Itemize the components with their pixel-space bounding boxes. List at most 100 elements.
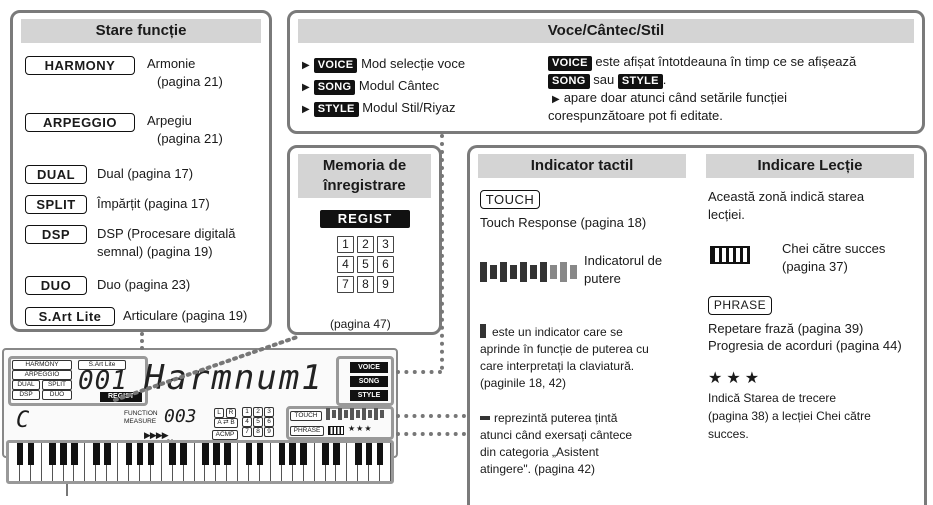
- memoria-page: (pagina 47): [330, 317, 391, 331]
- lcd-memory-number-3: 3: [264, 407, 274, 417]
- black-key: [16, 443, 24, 465]
- indicator-panel: Indicator tactil Indicare Lecție TOUCH T…: [467, 145, 927, 505]
- memoria-title: Memoria de înregistrare: [298, 154, 431, 198]
- lcd-power-bar: [326, 408, 330, 420]
- tag-dsp: DSP: [25, 225, 87, 244]
- black-key: [60, 443, 67, 465]
- black-key: [169, 443, 176, 465]
- tactil-p1-1: aprinde în funcție de puterea cu: [480, 342, 649, 356]
- power-bar: [550, 265, 557, 279]
- power-bar: [540, 262, 547, 282]
- lcd-power-bar: [332, 410, 336, 418]
- black-key: [300, 443, 307, 465]
- arpeggio-desc: Arpegiu: [147, 113, 192, 128]
- black-key: [256, 443, 264, 465]
- lcd-harmony: HARMONY: [12, 360, 72, 370]
- lcd-measure-number: 003: [164, 406, 197, 427]
- lcd-arrows: ▶▶▶▶: [144, 430, 169, 440]
- tactil-p1-3: (paginile 18, 42): [480, 376, 567, 390]
- progresia-acorduri: Progresia de acorduri (pagina 44): [708, 338, 902, 353]
- black-key: [289, 443, 297, 465]
- black-key: [125, 443, 133, 465]
- connector-voce: [440, 134, 444, 370]
- lcd-power-bars: [326, 408, 388, 420]
- split-desc: Împărțit (pagina 17): [97, 196, 210, 211]
- white-key: [74, 443, 86, 481]
- lcd-measure: MEASURE: [124, 418, 157, 425]
- white-key: [380, 443, 391, 481]
- lcd-ab: A ⇄ B: [214, 418, 238, 428]
- lcd-voice-number: 001: [78, 366, 128, 396]
- lcd-split: SPLIT: [42, 380, 72, 390]
- song-badge: SONG: [313, 80, 356, 95]
- lcd-dsp: DSP: [12, 390, 40, 400]
- stars-desc-3: succes.: [708, 427, 749, 441]
- lcd-r: R: [226, 408, 236, 418]
- lcd-l: L: [214, 408, 224, 418]
- lcd-memory-number-9: 9: [264, 427, 274, 437]
- power-bar: [570, 265, 577, 279]
- mode-voice-row: ▶VOICE Mod selecție voce: [302, 55, 465, 74]
- tactil-title: Indicator tactil: [478, 154, 686, 178]
- black-key: [136, 443, 144, 465]
- connector-touch: [396, 414, 466, 418]
- black-key: [147, 443, 155, 465]
- triangle-icon: ▶: [302, 60, 310, 71]
- lcd-style: STYLE: [350, 390, 388, 401]
- lcd-display: HARMONY S.Art Lite ARPEGGIO DUAL SPLIT D…: [2, 348, 398, 458]
- power-bar: [490, 265, 497, 279]
- power-bar: [480, 262, 487, 282]
- black-key: [376, 443, 384, 465]
- lcd-sart: S.Art Lite: [78, 360, 126, 370]
- regist-badge: REGIST: [320, 210, 410, 228]
- black-key: [202, 443, 209, 465]
- black-key: [333, 443, 340, 465]
- power-bar: [510, 265, 517, 279]
- keyboard-pointer-line: [66, 484, 68, 496]
- black-key: [49, 443, 56, 465]
- lectie-intro-2: lecției.: [708, 207, 745, 222]
- lcd-song: SONG: [350, 376, 388, 387]
- memory-number-7: 7: [337, 276, 354, 293]
- power-bar: [500, 262, 507, 282]
- black-key: [365, 443, 373, 465]
- song-badge-note: SONG: [548, 74, 590, 89]
- dsp-desc-2: semnal) (pagina 19): [97, 244, 213, 259]
- lcd-memory-number-4: 4: [242, 417, 252, 427]
- lcd-power-bar: [362, 408, 366, 420]
- black-key: [180, 443, 187, 465]
- lcd-dual: DUAL: [12, 380, 40, 390]
- black-key: [27, 443, 35, 465]
- memory-number-9: 9: [377, 276, 394, 293]
- black-key: [103, 443, 111, 465]
- stars-desc-1: Indică Starea de trecere: [708, 391, 837, 405]
- voce-note2b: corespunzătoare pot fi editate.: [548, 108, 723, 123]
- stars-icon: ★★★: [708, 370, 764, 387]
- white-key: [151, 443, 162, 481]
- lcd-phrase: PHRASE: [290, 426, 324, 436]
- sart-desc: Articulare (pagina 19): [123, 308, 248, 323]
- lcd-duo: DUO: [42, 390, 72, 400]
- lcd-memory-number-1: 1: [242, 407, 252, 417]
- black-key: [245, 443, 253, 465]
- lcd-arpeggio: ARPEGGIO: [12, 370, 72, 380]
- tactil-p2-0: reprezintă puterea țintă: [494, 411, 618, 425]
- tactil-p1-0: este un indicator care se: [492, 325, 623, 339]
- white-key: [304, 443, 315, 481]
- target-dash-icon: [480, 416, 490, 420]
- white-key: [31, 443, 42, 481]
- style-label: Modul Stil/Riyaz: [362, 100, 456, 115]
- memory-number-1: 1: [337, 236, 354, 253]
- tag-split: SPLIT: [25, 195, 87, 214]
- white-key: [107, 443, 119, 481]
- harmony-desc: Armonie: [147, 56, 196, 71]
- power-label-2: putere: [584, 271, 621, 286]
- lcd-memory-number-5: 5: [253, 417, 263, 427]
- voice-label: Mod selecție voce: [361, 56, 466, 71]
- lcd-voice: VOICE: [350, 362, 388, 373]
- keys-to-success-icon: [710, 246, 750, 264]
- power-bar: [520, 262, 527, 282]
- power-bar: [530, 265, 537, 279]
